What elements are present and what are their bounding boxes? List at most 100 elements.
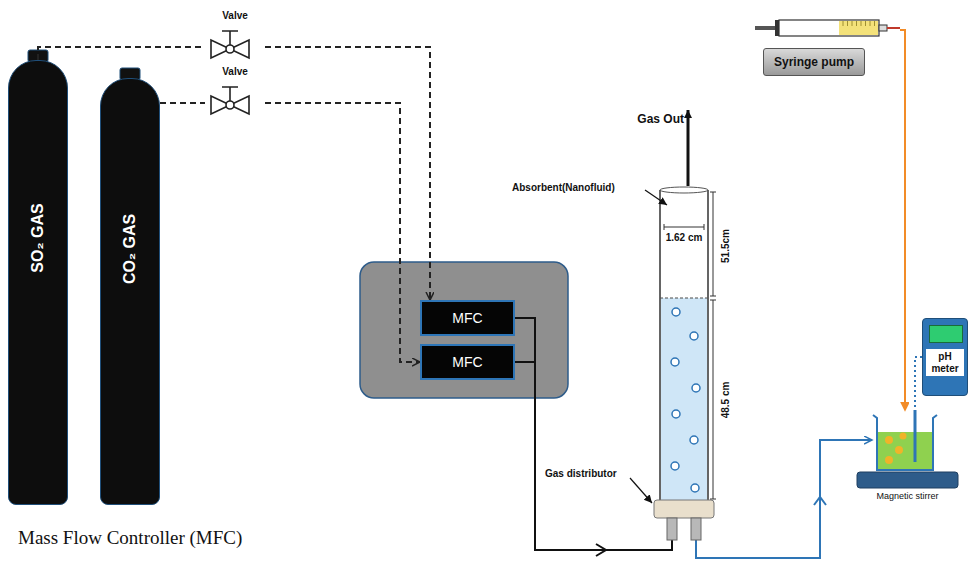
- bubble: [671, 358, 679, 366]
- bubble-column: [660, 298, 708, 299]
- liquid-line: [696, 440, 872, 558]
- label-text: 48.5 cm: [720, 382, 731, 419]
- ph-display: [929, 325, 963, 343]
- dimension-line: [710, 192, 716, 296]
- label-text: Gas distributor: [545, 468, 617, 479]
- valve-symbol: [222, 87, 238, 101]
- liquid-line: [696, 440, 872, 558]
- valve-symbol: [226, 45, 234, 53]
- syringe: [755, 12, 900, 44]
- syringe: [861, 21, 862, 26]
- dimension-label: 1.62 cm: [666, 232, 703, 243]
- connector: [38, 47, 205, 60]
- dimension-line: [664, 192, 716, 499]
- magnetic-stirrer: Magnetic stirrer: [855, 410, 960, 506]
- dimension-line: [664, 224, 704, 230]
- syringe: [779, 20, 879, 36]
- mfc-housing: [360, 262, 568, 398]
- bubble: [691, 484, 699, 492]
- bubble-column: [660, 190, 708, 500]
- gas-out-arrow: [687, 110, 690, 186]
- syringe: [856, 21, 857, 26]
- bubble: [672, 308, 680, 316]
- node-text: Magnetic stirrer: [855, 491, 960, 501]
- syringe: [843, 21, 844, 26]
- gas-feed-line: [515, 318, 672, 550]
- syringe-pump: Syringe pump: [755, 12, 900, 80]
- connector: [900, 30, 905, 410]
- leader-line: [630, 190, 667, 503]
- node-text: Syringe pump: [763, 48, 865, 76]
- label-text: Gas Out: [637, 112, 684, 126]
- beaker-on-stirrer: [855, 410, 960, 492]
- gas-cylinder: SO₂ GAS: [8, 60, 68, 505]
- syringe: [887, 27, 900, 29]
- leader-line: [645, 190, 667, 205]
- valve-symbol: [205, 84, 255, 118]
- node-text: MFC: [452, 354, 482, 370]
- syringe: [839, 21, 878, 35]
- beaker-on-stirrer: [885, 436, 893, 444]
- gas-feed-line: [515, 361, 535, 363]
- bubble-column: [691, 518, 701, 540]
- valve-symbol: [226, 101, 234, 109]
- connector: [915, 357, 922, 410]
- label-text: 1.62 cm: [666, 232, 703, 243]
- valve-symbol: [205, 28, 255, 62]
- connector: [160, 102, 205, 104]
- beaker-on-stirrer: [885, 456, 893, 464]
- dimension-label: 48.5 cm: [720, 382, 731, 419]
- leader-line: [630, 478, 652, 503]
- bubble-column: [654, 187, 714, 540]
- syringe: [879, 25, 887, 31]
- ph-meter: pH meter: [922, 318, 968, 396]
- node-text: MFC: [452, 310, 482, 326]
- connector: [265, 103, 420, 362]
- valve-symbol: Valve: [205, 66, 265, 118]
- bubble: [672, 410, 680, 418]
- beaker-on-stirrer: [914, 410, 917, 462]
- bubble: [671, 462, 679, 470]
- syringe: [874, 21, 875, 26]
- node-text: Valve: [205, 66, 265, 77]
- beaker-on-stirrer: [873, 415, 937, 470]
- connector: [265, 47, 430, 300]
- beaker-on-stirrer: [900, 433, 907, 440]
- node-text: Valve: [205, 10, 265, 21]
- syringe: [847, 21, 848, 26]
- mass-flow-controller: MFC: [420, 344, 515, 380]
- syringe: [852, 21, 853, 26]
- bubble: [692, 384, 700, 392]
- gas-feed-line: [596, 544, 606, 556]
- bubble: [671, 308, 700, 492]
- node-text: CO₂ GAS: [121, 214, 139, 284]
- gas-cylinder: CO₂ GAS: [100, 78, 160, 505]
- beaker-on-stirrer: [895, 446, 903, 454]
- dimension-line: [710, 300, 716, 499]
- figure-caption: Mass Flow Controller (MFC): [18, 527, 242, 549]
- bubble-column: [667, 518, 677, 540]
- beaker-on-stirrer: [877, 432, 933, 470]
- part-label: Gas distributor: [545, 468, 617, 479]
- label-text: Absorbent(Nanofluid): [512, 182, 615, 193]
- node-text: pH meter: [926, 349, 964, 376]
- dimension-label: 51.5cm: [720, 229, 731, 263]
- label-text: Mass Flow Controller (MFC): [18, 527, 242, 548]
- node-text: SO₂ GAS: [29, 204, 47, 273]
- bubble-column: [660, 190, 708, 500]
- valve-symbol: Valve: [205, 10, 265, 62]
- nanofluid: [661, 298, 707, 500]
- valve-symbol: [222, 31, 238, 45]
- gas-feed-line: [515, 318, 672, 556]
- label-text: 51.5cm: [720, 229, 731, 263]
- bubble-column: [660, 187, 708, 193]
- syringe: [865, 21, 866, 26]
- liquid-line: [814, 497, 826, 505]
- mass-flow-controller: MFC: [420, 300, 515, 336]
- gas-distributor: [654, 500, 714, 518]
- beaker-on-stirrer: [857, 472, 958, 488]
- bubble: [690, 436, 698, 444]
- absorbent-label: Absorbent(Nanofluid): [512, 182, 615, 193]
